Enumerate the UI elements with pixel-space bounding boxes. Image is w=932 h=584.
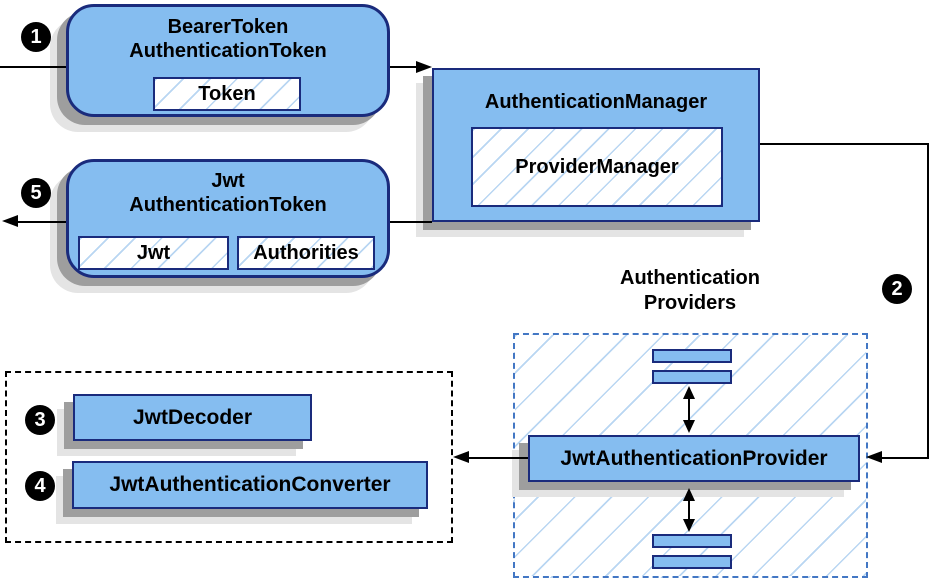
jwt-authentication-provider-node: JwtAuthenticationProvider (528, 435, 860, 482)
node-title: BearerToken (167, 16, 289, 38)
provider-manager-field: ProviderManager (471, 127, 723, 207)
step-1-badge: 1 (21, 22, 51, 52)
node-title: AuthenticationToken (129, 194, 327, 216)
step-5-badge: 5 (21, 178, 51, 208)
jwt-authentication-token-node: Jwt AuthenticationToken Jwt Authorities (66, 159, 390, 278)
step-4-badge: 4 (25, 471, 55, 501)
arrowhead-left-icon (2, 215, 18, 227)
token-field: Token (153, 77, 301, 111)
arrowhead-left-icon (453, 451, 469, 463)
bearer-token-authentication-token-node: BearerToken AuthenticationToken Token (66, 4, 390, 117)
node-title: AuthenticationToken (129, 40, 327, 62)
authorities-field: Authorities (237, 236, 375, 270)
arrowhead-right-icon (416, 61, 432, 73)
jwt-field: Jwt (78, 236, 229, 270)
jwt-decoder-node: JwtDecoder (73, 394, 312, 441)
node-title: AuthenticationManager (484, 91, 708, 113)
arrowhead-down-icon (683, 420, 695, 433)
authentication-manager-node: AuthenticationManager ProviderManager (432, 68, 760, 222)
arrowhead-up-icon (683, 488, 695, 501)
authentication-providers-group: JwtAuthenticationProvider (513, 333, 868, 578)
arrowhead-left-icon (866, 451, 882, 463)
step-2-badge: 2 (882, 274, 912, 304)
arrowhead-up-icon (683, 386, 695, 399)
provider-placeholder-bar (652, 370, 732, 384)
incoming-request-line (0, 66, 66, 68)
arrowhead-down-icon (683, 519, 695, 532)
step-3-badge: 3 (25, 405, 55, 435)
connector-manager-to-jwt-token (390, 221, 432, 223)
provider-placeholder-bar (652, 349, 732, 363)
provider-placeholder-bar (652, 534, 732, 548)
jwt-decoder-converter-group: JwtDecoder JwtAuthenticationConverter (5, 371, 453, 543)
jwt-authentication-converter-node: JwtAuthenticationConverter (72, 461, 428, 509)
provider-placeholder-bar (652, 555, 732, 569)
node-title: Jwt (211, 170, 245, 192)
authentication-providers-label: Authentication Providers (620, 267, 760, 314)
